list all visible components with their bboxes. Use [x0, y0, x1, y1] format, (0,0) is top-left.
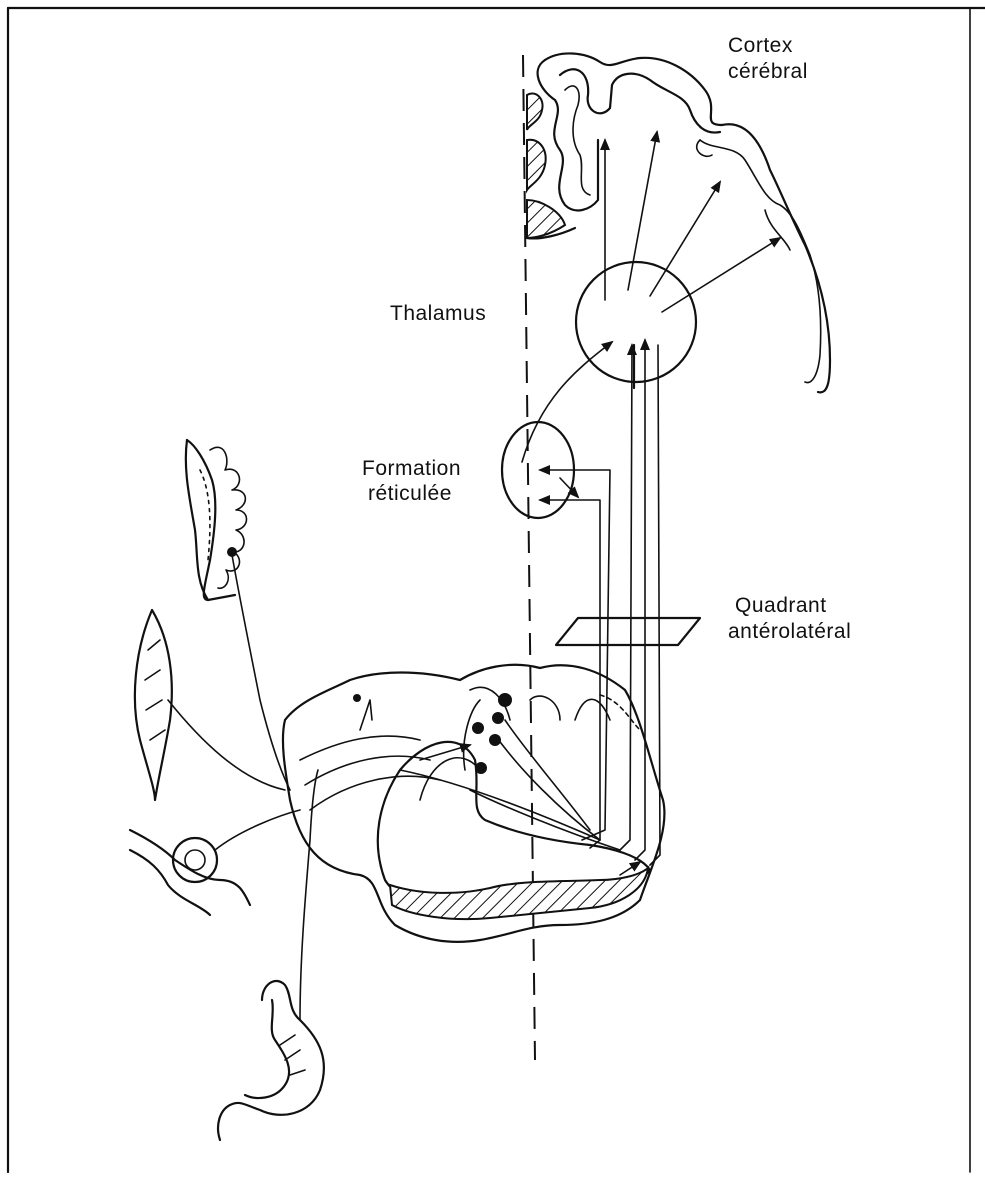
thalamocortical-projections [605, 132, 780, 312]
thalamus-circle [576, 262, 696, 382]
stomach-viscera [218, 770, 324, 1140]
muscle [135, 610, 285, 800]
reticular-formation-label-line2: réticulée [368, 482, 452, 505]
reticular-formation-label-line1: Formation [362, 457, 461, 480]
anterolateral-quadrant-label-line1: Quadrant [735, 594, 827, 617]
anterolateral-quadrant-label-line2: antérolatéral [728, 620, 851, 643]
anterolateral-quadrant-plane [556, 618, 700, 645]
ascending-tracts [540, 340, 660, 865]
joint [130, 810, 300, 915]
cortex-label-line2: cérébral [728, 60, 808, 83]
cortex-label-line1: Cortex [728, 34, 793, 57]
page-frame [8, 8, 985, 1172]
cerebral-cortex [527, 53, 830, 392]
reticulothalamic-arrow [522, 342, 612, 462]
thalamus-label: Thalamus [390, 302, 486, 325]
